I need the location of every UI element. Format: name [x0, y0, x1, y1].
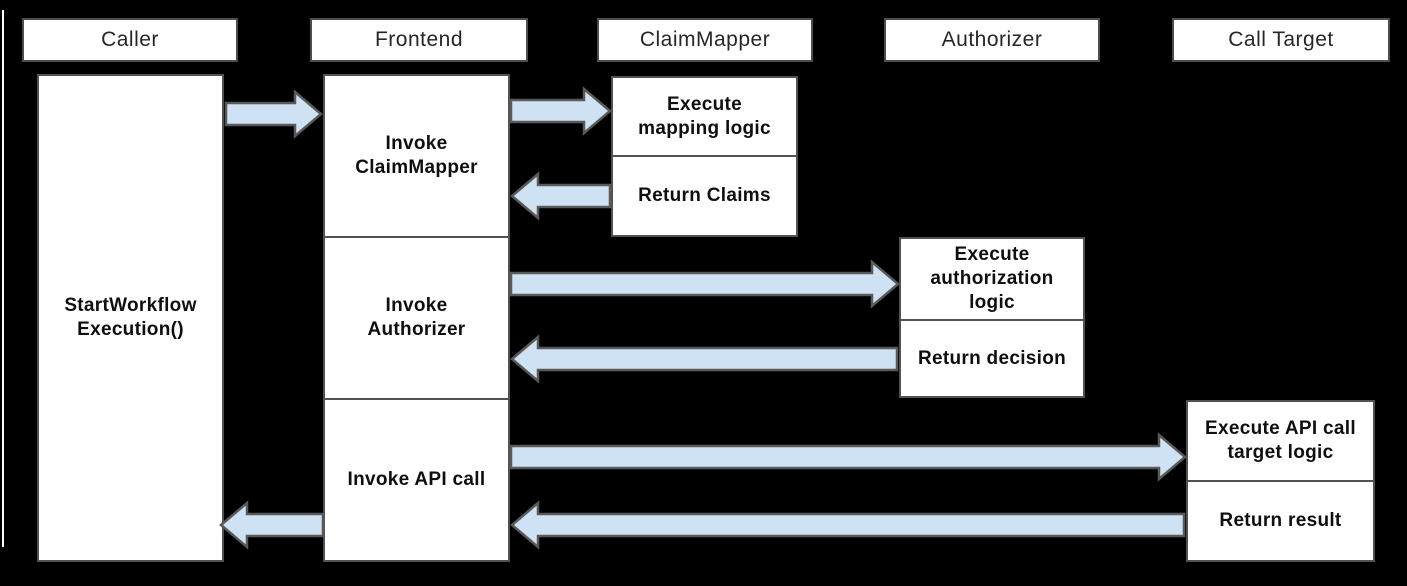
canvas-edge-line: [2, 10, 4, 547]
step-invoke-authorizer: Invoke Authorizer: [325, 236, 508, 398]
arrow-caller-to-frontend: [224, 89, 323, 139]
lifeline-header-calltarget: Call Target: [1172, 18, 1390, 62]
step-startworkflowexecution: StartWorkflow Execution(): [39, 76, 222, 560]
arrow-authorizer-to-frontend: [510, 334, 899, 384]
activation-frontend: Invoke ClaimMapper Invoke Authorizer Inv…: [323, 74, 510, 562]
arrow-frontend-to-calltarget: [509, 432, 1187, 482]
step-return-decision: Return decision: [901, 319, 1083, 396]
step-return-result-label: Return result: [1219, 510, 1342, 532]
step-return-result: Return result: [1188, 480, 1373, 560]
step-invoke-authorizer-label: Invoke Authorizer: [367, 295, 466, 340]
step-return-decision-label: Return decision: [917, 347, 1067, 369]
step-execute-api-call-target-logic: Execute API call target logic: [1188, 402, 1373, 480]
lifeline-header-authorizer: Authorizer: [884, 18, 1100, 62]
arrow-frontend-to-authorizer: [509, 259, 900, 309]
step-execute-api-call-target-logic-label: Execute API call target logic: [1205, 418, 1356, 463]
step-invoke-claimmapper: Invoke ClaimMapper: [325, 76, 508, 236]
step-execute-authorization-logic: Execute authorization logic: [901, 239, 1083, 319]
activation-claimmapper: Execute mapping logic Return Claims: [611, 76, 798, 237]
activation-authorizer: Execute authorization logic Return decis…: [899, 237, 1085, 398]
step-startworkflowexecution-label: StartWorkflow Execution(): [64, 295, 197, 340]
lifeline-header-caller: Caller: [22, 18, 238, 62]
lifeline-header-claimmapper-label: ClaimMapper: [639, 28, 771, 51]
arrow-frontend-to-caller: [219, 500, 325, 550]
lifeline-header-claimmapper: ClaimMapper: [597, 18, 813, 62]
step-invoke-claimmapper-label: Invoke ClaimMapper: [355, 133, 478, 178]
arrow-claimmapper-to-frontend: [510, 171, 612, 221]
lifeline-header-authorizer-label: Authorizer: [941, 28, 1043, 51]
step-execute-mapping-logic-label: Execute mapping logic: [638, 93, 771, 139]
lifeline-header-frontend: Frontend: [310, 18, 528, 62]
step-return-claims-label: Return Claims: [638, 185, 771, 207]
step-execute-authorization-logic-label: Execute authorization logic: [930, 244, 1054, 313]
lifeline-header-caller-label: Caller: [101, 28, 159, 51]
step-execute-mapping-logic: Execute mapping logic: [613, 78, 796, 155]
activation-caller: StartWorkflow Execution(): [37, 74, 224, 562]
step-invoke-api-call-label: Invoke API call: [347, 469, 486, 491]
step-invoke-api-call: Invoke API call: [325, 398, 508, 560]
lifeline-header-calltarget-label: Call Target: [1228, 28, 1334, 51]
activation-calltarget: Execute API call target logic Return res…: [1186, 400, 1375, 562]
step-return-claims: Return Claims: [613, 155, 796, 235]
arrow-calltarget-to-frontend: [510, 500, 1186, 550]
lifeline-header-frontend-label: Frontend: [374, 28, 464, 51]
arrow-frontend-to-claimmapper: [509, 86, 612, 136]
